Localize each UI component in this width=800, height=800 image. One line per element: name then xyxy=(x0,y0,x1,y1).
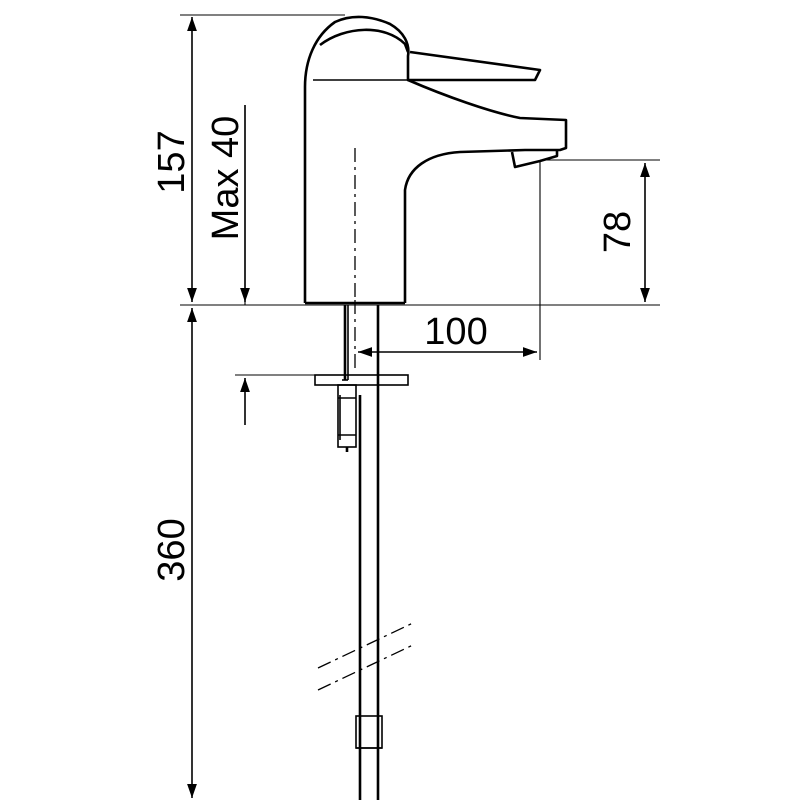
faucet-body xyxy=(303,15,568,305)
dim-text-hose-length: 360 xyxy=(151,518,193,581)
dim-text-spout-height: 78 xyxy=(597,211,639,253)
dim-text-overall-height: 157 xyxy=(151,130,193,193)
hose-break-symbol xyxy=(317,621,416,691)
dim-text-max-thickness: Max 40 xyxy=(205,116,247,241)
dim-text-spout-reach: 100 xyxy=(424,311,487,353)
mounting-washer xyxy=(314,374,409,386)
threaded-rod xyxy=(337,384,357,452)
extension-lines xyxy=(180,14,660,376)
mounting-hose xyxy=(343,305,380,800)
hose-end-fitting xyxy=(355,715,383,800)
